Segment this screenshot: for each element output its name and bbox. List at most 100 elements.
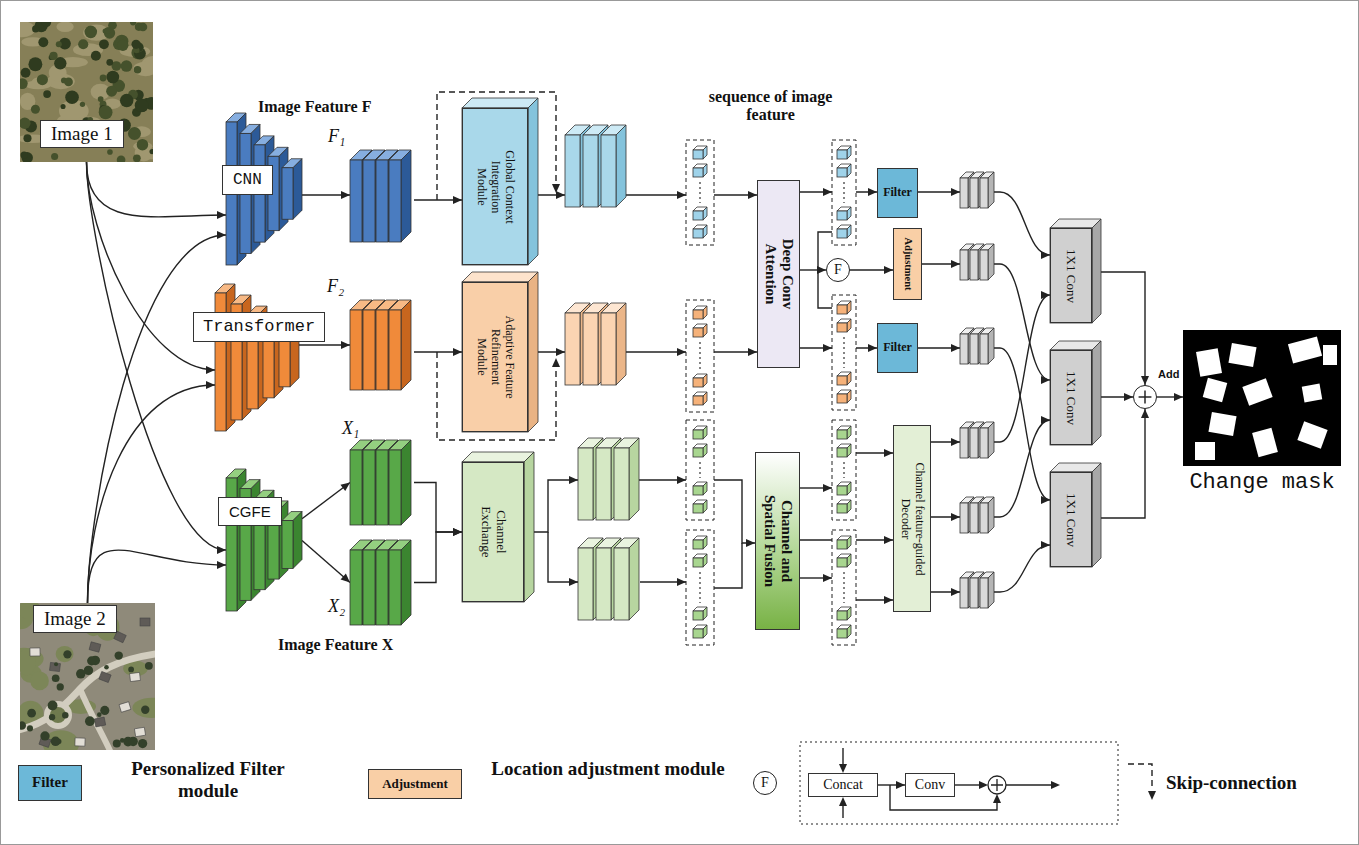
- block-face: [389, 550, 401, 625]
- block-face: [401, 150, 411, 242]
- tree: [99, 105, 113, 119]
- ground: [20, 603, 155, 750]
- changed-building: [1302, 384, 1323, 403]
- block-face: [703, 444, 707, 457]
- block-face: [279, 337, 290, 387]
- block-face: [601, 313, 616, 385]
- node-text: CNN: [222, 165, 273, 195]
- changed-building: [1195, 442, 1215, 460]
- flow-line: [842, 748, 843, 764]
- connector: [87, 162, 216, 374]
- tree: [104, 27, 110, 33]
- node-text: F: [761, 775, 769, 791]
- block-face: [401, 540, 411, 625]
- block-face: [389, 310, 401, 390]
- block-face: [693, 378, 703, 387]
- arrow-head: [677, 578, 686, 586]
- block-face: [693, 430, 703, 439]
- block-face: [363, 450, 375, 525]
- node-text: Channel and Spatial Fusion: [760, 481, 795, 601]
- legend-swatch: Filter: [18, 765, 82, 801]
- flow-line: [842, 806, 843, 818]
- node-text: 1X1 Conv: [1064, 355, 1079, 440]
- flow-line: [548, 532, 578, 582]
- tree: [27, 725, 33, 731]
- block-face: [528, 98, 538, 265]
- tree: [32, 25, 39, 32]
- block-face: [703, 426, 707, 439]
- label-text: Image Feature X: [278, 636, 393, 654]
- connector: [878, 781, 905, 789]
- feature-map: F₂: [350, 300, 414, 390]
- block-face: [616, 303, 626, 385]
- block-face: [847, 390, 851, 403]
- arrow-head: [340, 483, 350, 492]
- connector-line: [302, 541, 350, 583]
- flow-line: [1006, 784, 1051, 785]
- decoder-box: Channel feature-guided Decoder: [893, 425, 931, 612]
- connector: [88, 381, 216, 603]
- tree: [117, 155, 126, 162]
- arrow-head: [556, 191, 565, 199]
- sequence-frame: [686, 300, 714, 412]
- block-face: [837, 558, 847, 567]
- tree: [138, 739, 147, 748]
- block-face: [703, 324, 707, 337]
- swatch-text: Adjustment: [382, 777, 448, 792]
- arrow-head: [453, 528, 462, 536]
- block-face: [693, 486, 703, 495]
- tree: [84, 26, 97, 39]
- connector: [87, 162, 227, 219]
- plus-sign: [1144, 391, 1145, 404]
- field: [56, 22, 73, 32]
- connector: [414, 528, 462, 583]
- tree: [91, 51, 101, 61]
- block-face: [601, 135, 616, 207]
- tree: [128, 737, 137, 746]
- arrow-head: [453, 528, 462, 536]
- block-face: [847, 426, 851, 439]
- block-face: [1050, 228, 1092, 323]
- node-text: Channel feature-guided Decoder: [898, 449, 926, 589]
- arrow-head: [206, 366, 215, 374]
- block-face: [596, 548, 611, 620]
- tree: [51, 153, 58, 160]
- tree: [149, 149, 153, 154]
- house: [30, 648, 40, 656]
- tree: [128, 667, 134, 673]
- block-face: [703, 306, 707, 319]
- tree: [106, 59, 113, 66]
- block-face: [980, 503, 988, 533]
- arrow-head: [868, 344, 877, 352]
- arrow-head: [951, 344, 960, 352]
- node-text: X₂: [328, 596, 345, 617]
- tree: [27, 709, 36, 718]
- block-face: [847, 372, 851, 385]
- module-box: Channel Exchange: [462, 462, 524, 602]
- tree: [49, 714, 55, 720]
- arrow-head: [552, 184, 560, 193]
- connector-line: [524, 480, 755, 543]
- arrow-head: [951, 260, 960, 268]
- block-face: [596, 448, 611, 520]
- input-image: Image 1: [20, 22, 153, 162]
- legend-text: Personalized Filter module: [108, 758, 308, 802]
- block-face: [703, 225, 707, 238]
- mask-ground: [1183, 330, 1341, 466]
- block-face: [988, 572, 994, 608]
- tree: [133, 154, 141, 162]
- tree: [99, 39, 109, 49]
- block-face: [376, 160, 388, 242]
- tree: [97, 712, 102, 717]
- module-box: Adaptive Feature Refinement Module: [462, 282, 528, 432]
- tree: [113, 739, 121, 747]
- block-face: [693, 168, 703, 177]
- tree: [121, 60, 133, 72]
- fusion-box: Channel and Spatial Fusion: [755, 452, 800, 630]
- output-mask: Change mask: [1183, 330, 1341, 466]
- block-face: [960, 428, 968, 458]
- connector-line: [918, 348, 1050, 500]
- node-text: Image 2: [33, 605, 117, 633]
- connector-line: [922, 264, 1050, 380]
